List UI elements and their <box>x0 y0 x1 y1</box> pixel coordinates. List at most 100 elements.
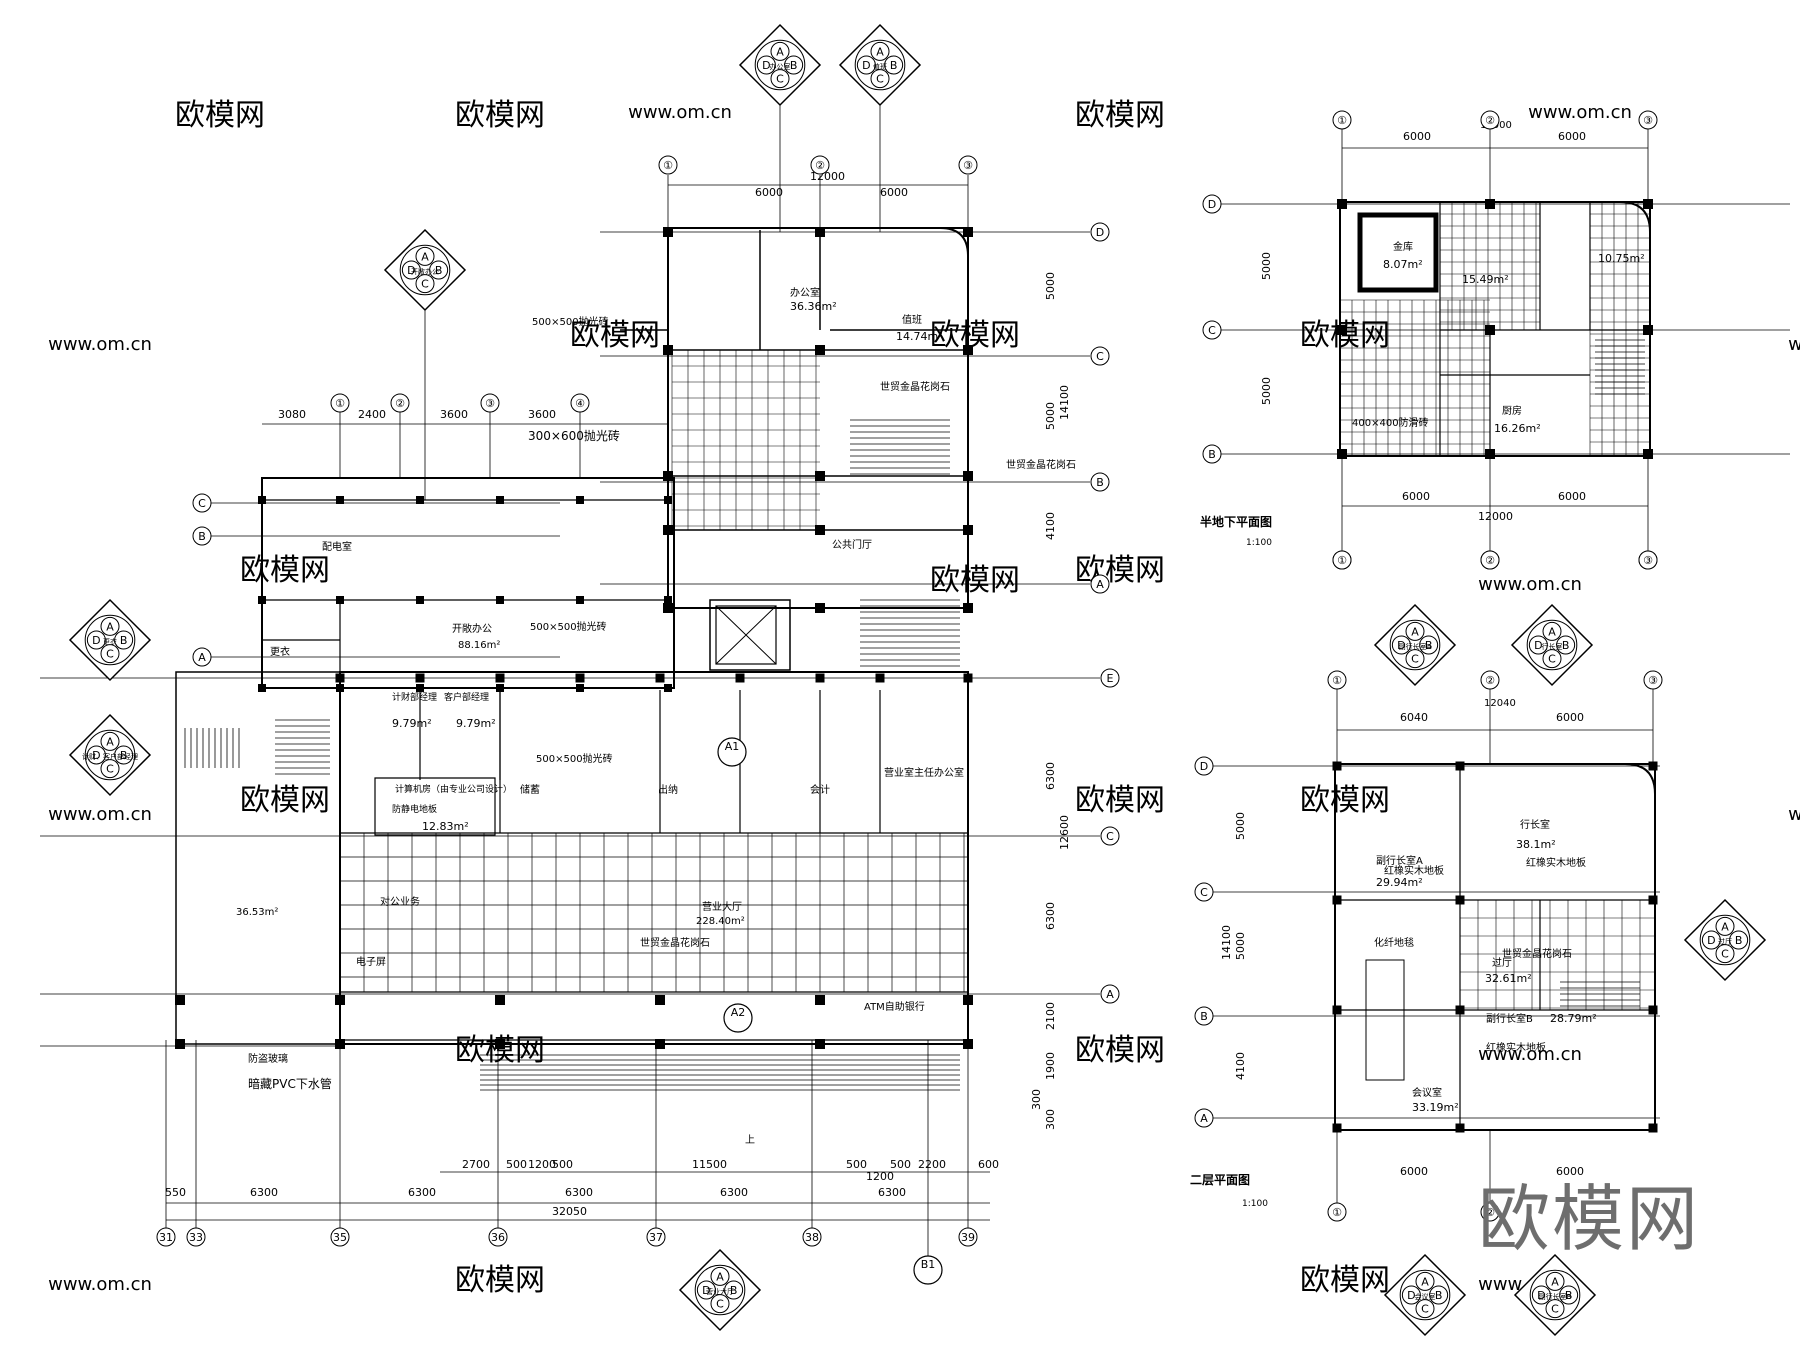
column <box>1332 1005 1342 1015</box>
note-granite-b: 世贸金晶花岗石 <box>1006 458 1076 471</box>
marker-bubble <box>100 731 120 751</box>
section-mark: B1 <box>913 1255 943 1285</box>
marker-bubble <box>696 1280 716 1300</box>
section-label: A2 <box>731 1006 746 1019</box>
marker-letter: B <box>120 749 128 762</box>
marker-bubble <box>1715 916 1735 936</box>
marker-letter: D <box>1397 639 1405 652</box>
axis-bubble-label: ② <box>815 159 825 172</box>
section-label: A1 <box>725 740 740 753</box>
room-open-office: 开敞办公 <box>452 622 492 635</box>
base-dim-bot-12000: 12000 <box>1478 510 1513 523</box>
column <box>258 684 266 692</box>
marker-bubble <box>1405 649 1425 669</box>
axis-bubble-circle <box>1638 550 1658 570</box>
sec-dim-v-4100: 4100 <box>1234 1052 1247 1080</box>
marker-ring <box>1699 914 1751 966</box>
marker-letter: B <box>1435 1289 1443 1302</box>
axis-bubble: A <box>1194 1108 1214 1128</box>
marker-tag: 值班 <box>873 62 887 71</box>
marker-bubble <box>870 69 890 89</box>
axis-bubble: A <box>1100 984 1120 1004</box>
axis-bubble-circle <box>1327 1202 1347 1222</box>
marker-diamond <box>1683 898 1767 982</box>
marker-letter: D <box>407 264 415 277</box>
sec-vp-a: 副行长室A <box>1376 854 1423 867</box>
dim-3600-a: 3600 <box>440 408 468 421</box>
axis-bubble: ② <box>1480 670 1500 690</box>
room-client-mgr-area: 9.79m² <box>456 717 496 730</box>
axis-bubble-circle <box>1194 756 1214 776</box>
room-office: 办公室 <box>790 286 820 299</box>
watermark-url: www.om.cn <box>1788 804 1800 825</box>
column <box>1455 895 1465 905</box>
axis-bubble-label: ① <box>335 397 345 410</box>
base-vault: 金库 <box>1393 240 1413 253</box>
axis-bubble-circle <box>1327 670 1347 690</box>
axis-bubble-circle <box>186 1227 206 1247</box>
sec-dim-bot-6000-a: 6000 <box>1400 1165 1428 1178</box>
sec-floor-c: 红橡实木地板 <box>1486 1041 1546 1054</box>
dim-11500: 11500 <box>692 1158 727 1171</box>
axis-bubble-label: A <box>1106 988 1114 1001</box>
axis-bubble: ① <box>1332 550 1352 570</box>
column <box>336 496 344 504</box>
column <box>655 995 665 1005</box>
marker-letter: C <box>776 73 784 86</box>
axis-bubble: ② <box>390 393 410 413</box>
axis-bubble: C <box>1100 826 1120 846</box>
column <box>576 684 584 692</box>
column <box>664 684 672 692</box>
marker-bubble <box>1531 1285 1551 1305</box>
dim-600: 600 <box>978 1158 999 1171</box>
axis-bubble-label: ① <box>1332 674 1342 687</box>
room-savings: 储蓄 <box>520 783 540 796</box>
marker-tag: 开敞办公 <box>411 267 439 276</box>
axis-bubble: C <box>1090 346 1110 366</box>
marker-bubble <box>1715 944 1735 964</box>
section-mark: A2 <box>723 1003 753 1033</box>
axis-bubble: ② <box>810 155 830 175</box>
axis-bubble-label: ② <box>1485 674 1495 687</box>
dim-2400: 2400 <box>358 408 386 421</box>
watermark-text: 欧模网 <box>1300 783 1390 818</box>
column <box>815 525 825 535</box>
axis-bubble: 39 <box>958 1227 978 1247</box>
room-duty: 值班 <box>902 313 922 326</box>
column <box>815 1039 825 1049</box>
marker-ring <box>1529 1269 1581 1321</box>
grid-axes <box>40 105 1790 1256</box>
room-accounting: 会计 <box>810 783 830 796</box>
axis-bubble-label: B <box>1208 448 1216 461</box>
axis-bubble: B <box>192 526 212 546</box>
axis-bubble-circle <box>488 1227 508 1247</box>
second-title: 二层平面图 <box>1190 1173 1250 1187</box>
axis-bubble-label: ③ <box>485 397 495 410</box>
note-up: 上 <box>745 1134 755 1146</box>
base-kitchen: 厨房 <box>1502 404 1522 417</box>
marker-bubble <box>1545 1271 1565 1291</box>
axis-bubble: ③ <box>1638 110 1658 130</box>
column <box>416 596 424 604</box>
marker-bubble <box>100 759 120 779</box>
marker-letter: C <box>1548 653 1556 666</box>
sec-dim-6000: 6000 <box>1556 711 1584 724</box>
column <box>335 995 345 1005</box>
marker-letter: D <box>862 59 870 72</box>
dim-2700: 2700 <box>462 1158 490 1171</box>
column <box>1648 1005 1658 1015</box>
axis-bubble-label: D <box>1096 226 1104 239</box>
marker-bubble <box>1729 930 1749 950</box>
base-dim-v-5000-a: 5000 <box>1260 252 1273 280</box>
marker-tag: 副行长室B <box>1539 1292 1572 1301</box>
marker-bubble <box>1701 930 1721 950</box>
axis-bubble-circle <box>1480 1202 1500 1222</box>
axis-bubble-label: 38 <box>805 1231 819 1244</box>
